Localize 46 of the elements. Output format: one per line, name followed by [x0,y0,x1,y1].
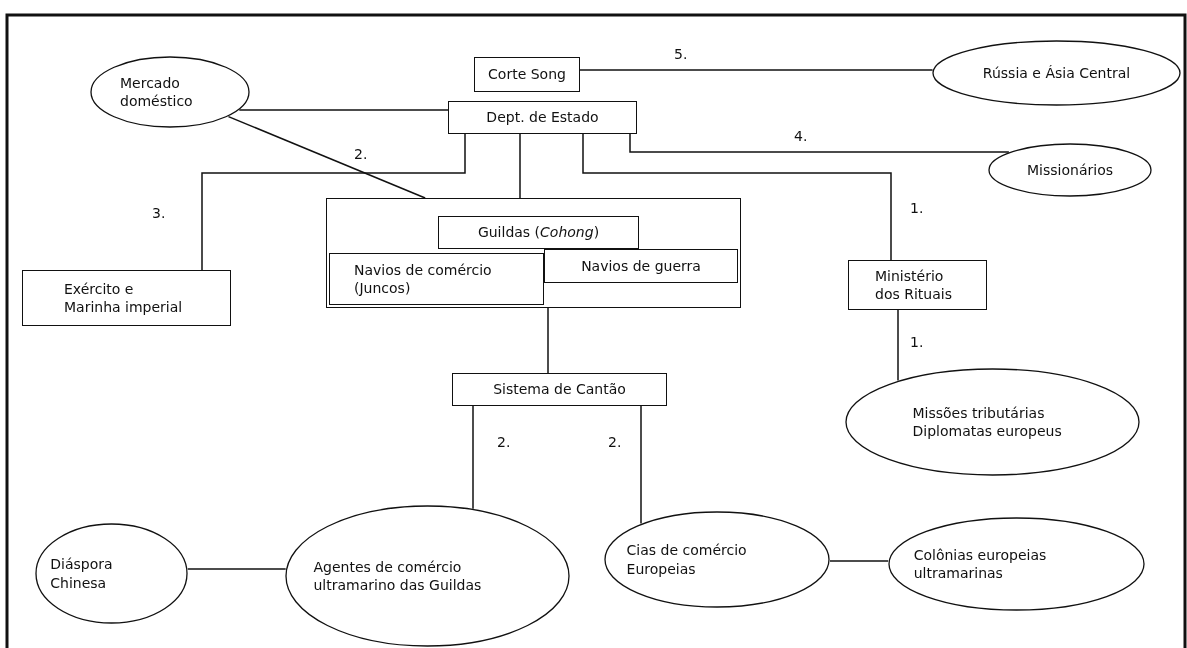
connector-line [201,133,466,271]
oval-node [932,40,1181,106]
process-box [22,270,231,326]
node-label: Navios de comércio (Juncos) [354,260,493,298]
connector-line [547,307,549,374]
node-label: Guildas (Cohong) [477,223,600,242]
connector-line [640,405,642,525]
node-label: Agentes de comércio ultramarino das Guildas [313,557,483,595]
process-box [329,253,544,305]
process-box [544,249,738,283]
node-label: Navios de guerra [581,256,701,276]
oval-node [888,517,1145,611]
connector-line [629,133,1010,153]
node-label: Ministério dos Rituais [875,266,953,304]
connector-line [582,133,892,261]
connector-line [519,133,521,199]
node-label: Exército e Marinha imperial [64,279,184,317]
oval-node [90,56,250,128]
process-box [452,373,667,406]
connector-line [829,560,889,562]
node-label: Rússia e Ásia Central [982,63,1131,83]
oval-node [845,368,1140,476]
node-label: Missionários [1027,160,1113,180]
node-label: Corte Song [488,65,566,84]
oval-node [604,511,830,608]
group-box [326,198,741,308]
oval-node [35,523,188,624]
oval-node [988,143,1152,197]
connector-line [472,405,474,510]
process-box [438,216,639,249]
node-label: Mercado doméstico [120,73,194,111]
process-box [848,260,987,310]
node-label: Diáspora Chinesa [50,555,114,592]
connector-line [579,69,934,71]
process-box [448,101,637,134]
connector-line [238,109,449,111]
oval-node [285,505,570,647]
connector-line [897,309,899,382]
node-label: Missões tributárias Diplomatas europeus [912,403,1063,441]
node-label: Cias de comércio Europeias [626,541,748,578]
process-box [474,57,580,92]
node-label: Dept. de Estado [486,108,599,127]
node-label: Colônias europeias ultramarinas [913,545,1048,583]
connector-line [186,568,287,570]
node-label: Sistema de Cantão [493,380,626,399]
connector-line [227,115,426,199]
